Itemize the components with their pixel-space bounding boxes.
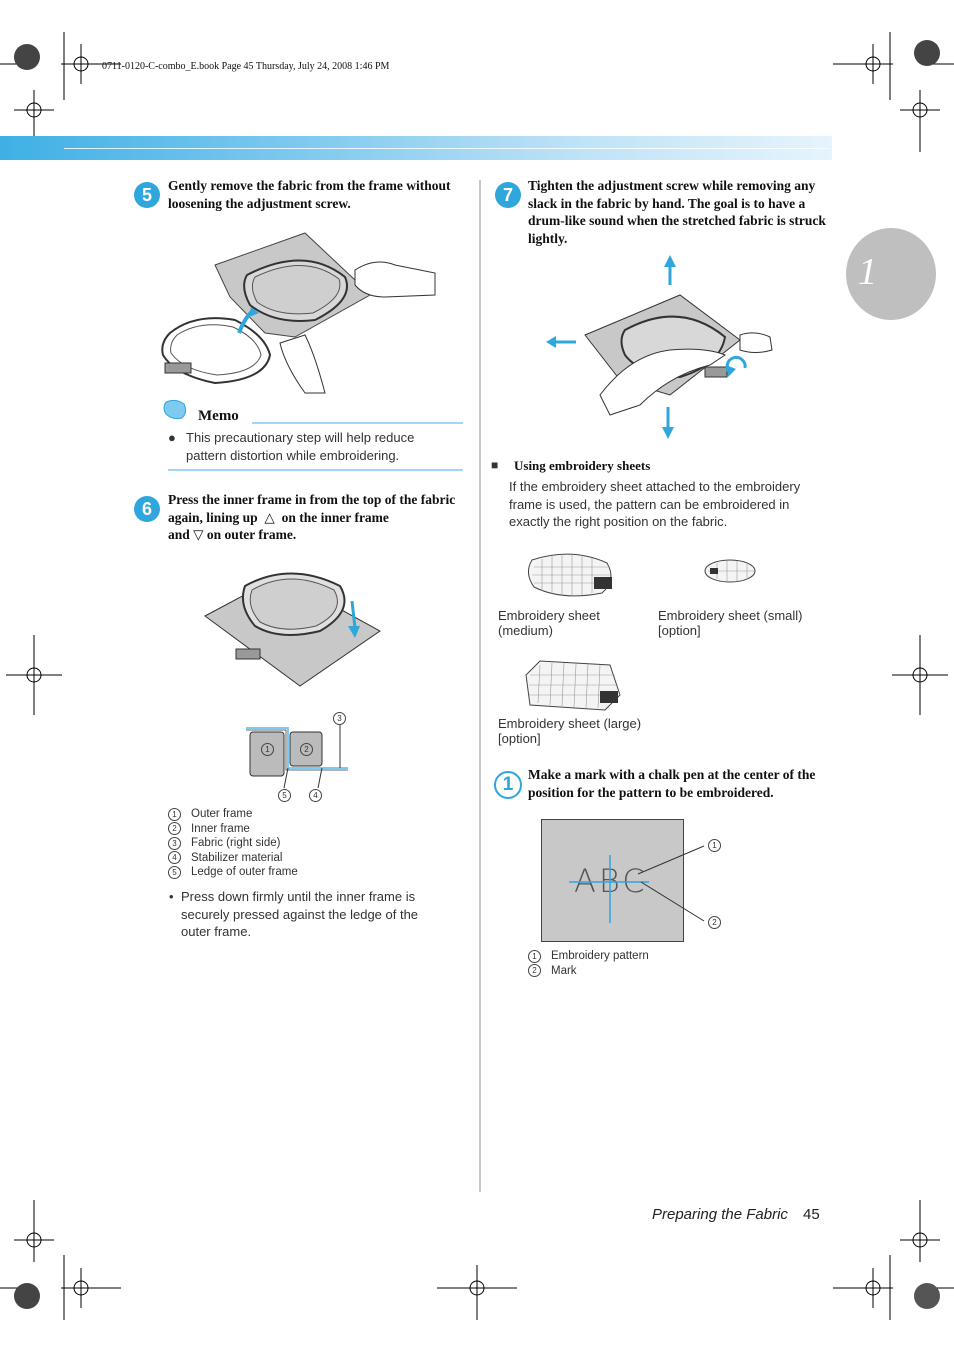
sheet-large-label: Embroidery sheet (large) [option] xyxy=(498,716,641,746)
callout-1: 1 xyxy=(261,743,274,756)
legend-row: 2 Mark xyxy=(528,964,649,979)
legend-row: 2 Inner frame xyxy=(168,822,298,837)
callout-5: 5 xyxy=(278,789,291,802)
sheet-small-illustration xyxy=(704,559,756,583)
legend-label: Fabric (right side) xyxy=(191,837,281,849)
sheets-heading: Using embroidery sheets xyxy=(514,458,651,473)
mark-diagram-lines xyxy=(569,845,705,923)
page-number: 45 xyxy=(803,1206,820,1223)
step-6-note: Press down firmly until the inner frame … xyxy=(181,889,419,939)
step-6-legend: 1 Outer frame 2 Inner frame 3 Fabric (right… xyxy=(168,807,298,880)
step-6-badge: 6 xyxy=(134,496,160,522)
step-5-badge: 5 xyxy=(134,182,160,208)
footer-title: Preparing the Fabric xyxy=(652,1206,788,1223)
chapter-number: 1 xyxy=(858,251,877,293)
callout-2: 2 xyxy=(300,743,313,756)
memo-text: This precautionary step will help reduce… xyxy=(186,430,415,463)
sheet-large-label-a: Embroidery sheet (large) xyxy=(498,716,642,731)
triangle-up-icon: △ xyxy=(261,509,279,525)
step-6-text-c: and xyxy=(168,527,190,542)
note-bullet: • xyxy=(169,889,174,904)
sheet-medium-label-b: (medium) xyxy=(498,623,553,638)
legend-label: Outer frame xyxy=(191,808,253,820)
legend-num: 2 xyxy=(168,822,181,836)
sheet-medium-label-a: Embroidery sheet xyxy=(498,608,600,623)
legend-row: 4 Stabilizer material xyxy=(168,851,298,866)
legend-label: Embroidery pattern xyxy=(551,950,649,962)
legend-num: 4 xyxy=(168,851,181,865)
step-6-text-a: Press the inner frame in from the top of… xyxy=(168,492,456,525)
sheet-small-label: Embroidery sheet (small) [option] xyxy=(658,608,803,638)
memo-icon xyxy=(163,399,187,419)
sheet-small-label-a: Embroidery sheet (small) xyxy=(658,608,803,623)
step-5-text: Gently remove the fabric from the frame … xyxy=(168,178,451,211)
print-header: 0711-0120-C-combo_E.book Page 45 Thursda… xyxy=(102,61,390,72)
step-7-text: Tighten the adjustment screw while remov… xyxy=(528,178,826,246)
step-6-text-d: on outer frame. xyxy=(206,527,297,542)
tighten-screw-illustration xyxy=(546,255,773,439)
legend-label: Ledge of outer frame xyxy=(191,866,298,878)
legend-label: Mark xyxy=(551,964,577,977)
step-6-text: Press the inner frame in from the top of… xyxy=(168,491,466,544)
memo-bottom-rule xyxy=(168,469,463,471)
callout-3: 3 xyxy=(333,712,346,725)
triangle-down-icon: ▽ xyxy=(193,527,204,542)
sheet-large-label-b: [option] xyxy=(498,731,541,746)
remove-fabric-illustration xyxy=(161,232,436,394)
sheet-large-illustration xyxy=(525,660,621,711)
mark-callout-2: 2 xyxy=(708,916,721,929)
chapter-tab xyxy=(846,228,936,320)
legend-num: 3 xyxy=(168,836,181,850)
column-divider xyxy=(479,180,481,1192)
memo-bullet: ● xyxy=(168,430,176,445)
mark-callout-1: 1 xyxy=(708,839,721,852)
callout-4: 4 xyxy=(309,789,322,802)
sheets-intro: If the embroidery sheet attached to the … xyxy=(509,479,801,529)
legend-label: Inner frame xyxy=(191,822,250,835)
legend-label: Stabilizer material xyxy=(191,851,283,864)
mark-diagram-panel xyxy=(541,819,684,942)
header-band-line xyxy=(64,148,828,149)
memo-top-rule xyxy=(252,422,463,424)
memo-title: Memo xyxy=(198,408,239,424)
legend-row: 1 Embroidery pattern xyxy=(528,949,649,964)
sheet-small-label-b: [option] xyxy=(658,623,701,638)
legend-row: 3 Fabric (right side) xyxy=(168,836,298,851)
mark-legend: 1 Embroidery pattern 2 Mark xyxy=(528,949,649,978)
legend-num: 5 xyxy=(168,865,181,879)
legend-num: 2 xyxy=(528,964,541,978)
sheet-medium-label: Embroidery sheet (medium) xyxy=(498,608,600,638)
legend-row: 1 Outer frame xyxy=(168,807,298,822)
step-1-badge: 1 xyxy=(494,771,522,799)
step-6-text-b: on the inner frame xyxy=(281,509,389,525)
sheet-medium-illustration xyxy=(528,553,612,597)
step-1-text: Make a mark with a chalk pen at the cent… xyxy=(528,767,816,800)
legend-num: 1 xyxy=(168,807,181,821)
step-7-badge: 7 xyxy=(495,182,521,208)
legend-row: 5 Ledge of outer frame xyxy=(168,865,298,880)
legend-num: 1 xyxy=(528,949,541,963)
square-bullet-icon: ■ xyxy=(491,458,499,472)
press-inner-frame-illustration xyxy=(204,572,381,687)
